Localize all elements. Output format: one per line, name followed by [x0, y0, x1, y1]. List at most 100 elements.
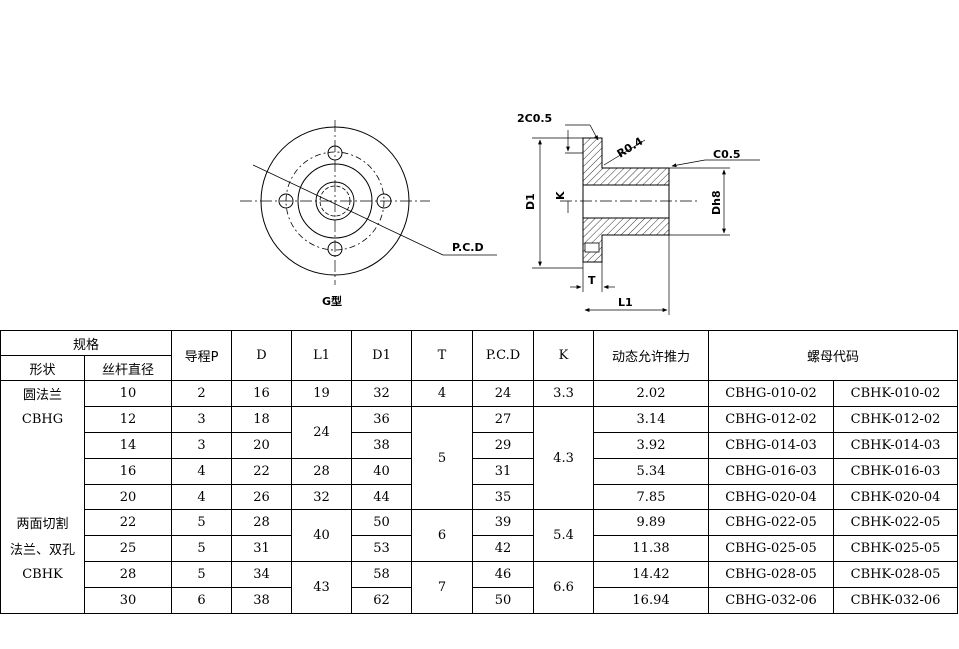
pcd-cell: 31 — [472, 457, 535, 485]
t-cell: 5 — [411, 405, 474, 511]
header-row-2: 形状 丝杆直径 — [0, 355, 958, 381]
lead-cell: 6 — [171, 587, 233, 615]
pcd-cell: 35 — [472, 483, 535, 511]
cbhk-code-cell: CBHK-022-05 — [833, 509, 959, 537]
thrust-cell: 11.38 — [593, 535, 710, 563]
cbhg-code-cell: CBHG-016-03 — [708, 457, 835, 485]
cbhg-code-cell: CBHG-032-06 — [708, 587, 835, 615]
lead-cell: 5 — [171, 509, 233, 537]
l1-cell: 40 — [291, 509, 353, 563]
header-d: D — [231, 330, 293, 381]
screw-dia-cell: 25 — [83, 535, 173, 563]
lead-cell: 3 — [171, 431, 233, 459]
cbhg-code-cell: CBHG-014-03 — [708, 431, 835, 459]
shape-cell: 法兰、双孔 — [0, 535, 85, 562]
t-cell: 6 — [411, 509, 474, 563]
l1-cell: 32 — [291, 483, 353, 511]
table-row: 30 6 38 62 50 16.94 CBHG-032-06 CBHK-032… — [0, 587, 959, 615]
dh8-label: Dh8 — [710, 190, 723, 215]
front-view — [240, 120, 497, 285]
dimension-l1 — [584, 235, 670, 315]
table-row: CBHG 12 3 18 24 36 5 27 4.3 3.14 CBHG-01… — [0, 405, 959, 511]
k-cell: 6.6 — [533, 561, 595, 615]
header-nut-code: 螺母代码 — [708, 330, 959, 381]
chamfer-c-label: C0.5 — [713, 148, 741, 161]
dimension-dh8 — [669, 167, 730, 236]
table-row: 法兰、双孔 25 5 31 53 42 11.38 CBHG-025-05 CB… — [0, 535, 959, 563]
header-k: K — [533, 330, 595, 381]
table-row: 两面切割 22 5 28 40 50 6 39 5.4 9.89 CBHG-02… — [0, 509, 959, 563]
thrust-cell: 3.14 — [593, 405, 710, 433]
lead-cell: 2 — [171, 380, 233, 407]
k-label: K — [554, 191, 567, 200]
l1-cell: 19 — [291, 380, 353, 407]
shape-cell: CBHK — [0, 561, 85, 588]
k-cell: 5.4 — [533, 509, 595, 563]
d1-cell: 50 — [351, 509, 413, 537]
section-view — [560, 137, 700, 263]
pcd-label: P.C.D — [452, 241, 484, 254]
pcd-cell: 42 — [472, 535, 535, 563]
callout-leaders — [565, 124, 760, 168]
d1-cell: 38 — [351, 431, 413, 459]
lead-cell: 4 — [171, 457, 233, 485]
l1-label: L1 — [618, 296, 633, 309]
screw-dia-cell: 14 — [83, 431, 173, 459]
screw-dia-cell: 30 — [83, 587, 173, 615]
dimension-k — [565, 130, 583, 213]
thrust-cell: 5.34 — [593, 457, 710, 485]
header-shape: 形状 — [0, 355, 85, 381]
header-screw-dia: 丝杆直径 — [83, 355, 173, 381]
screw-dia-cell: 20 — [83, 483, 173, 511]
screw-dia-cell: 28 — [83, 561, 173, 589]
dimension-t — [570, 262, 615, 292]
pcd-cell: 27 — [472, 405, 535, 433]
shape-cell-empty — [0, 484, 85, 510]
d1-cell: 53 — [351, 535, 413, 563]
thrust-cell: 16.94 — [593, 587, 710, 615]
d-cell: 31 — [231, 535, 293, 563]
d1-label: D1 — [524, 193, 537, 210]
header-lead: 导程P — [171, 330, 233, 381]
dimension-d1 — [532, 137, 583, 269]
t-cell: 4 — [411, 380, 474, 407]
header-l1: L1 — [291, 330, 353, 381]
d-cell: 22 — [231, 457, 293, 485]
pcd-cell: 50 — [472, 587, 535, 615]
spec-table: 规格 导程P D L1 D1 T P.C.D K 动态允许推力 螺母代码 形状 … — [0, 330, 959, 615]
d1-cell: 58 — [351, 561, 413, 589]
l1-cell: 43 — [291, 561, 353, 615]
radius-label: R0.4 — [615, 135, 646, 161]
pcd-cell: 46 — [472, 561, 535, 589]
d-cell: 28 — [231, 509, 293, 537]
l1-cell: 24 — [291, 405, 353, 459]
d-cell: 18 — [231, 405, 293, 433]
table-row: 16 4 22 28 40 31 5.34 CBHG-016-03 CBHK-0… — [0, 457, 959, 485]
cbhk-code-cell: CBHK-028-05 — [833, 561, 959, 589]
d1-cell: 32 — [351, 380, 413, 407]
pcd-cell: 29 — [472, 431, 535, 459]
lead-cell: 5 — [171, 561, 233, 589]
pcd-cell: 24 — [472, 380, 535, 407]
screw-dia-cell: 10 — [83, 380, 173, 407]
d1-cell: 40 — [351, 457, 413, 485]
header-t: T — [411, 330, 474, 381]
d1-cell: 36 — [351, 405, 413, 433]
k-cell: 4.3 — [533, 405, 595, 511]
cbhg-code-cell: CBHG-025-05 — [708, 535, 835, 563]
table-row: 圆法兰 10 2 16 19 32 4 24 3.3 2.02 CBHG-010… — [0, 380, 959, 407]
header-spec: 规格 — [0, 330, 173, 356]
thrust-cell: 9.89 — [593, 509, 710, 537]
header-pcd: P.C.D — [472, 330, 535, 381]
shape-cell-empty — [0, 458, 85, 485]
technical-drawing: P.C.D G型 D1 K Dh8 T — [240, 112, 760, 315]
front-view-caption: G型 — [322, 294, 342, 308]
cbhg-code-cell: CBHG-012-02 — [708, 405, 835, 433]
k-cell: 3.3 — [533, 380, 595, 407]
d1-cell: 62 — [351, 587, 413, 615]
thrust-cell: 2.02 — [593, 380, 710, 407]
header-row-1: 规格 导程P D L1 D1 T P.C.D K 动态允许推力 螺母代码 — [0, 330, 959, 381]
lead-cell: 4 — [171, 483, 233, 511]
screw-dia-cell: 16 — [83, 457, 173, 485]
shape-cell: 圆法兰 — [0, 380, 85, 407]
